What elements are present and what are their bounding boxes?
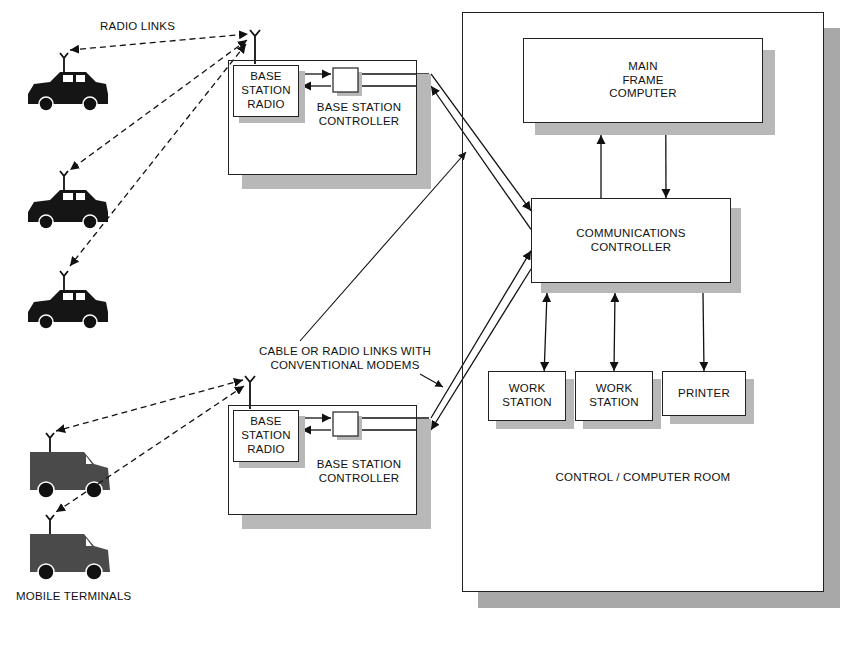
printer-box: PRINTER bbox=[662, 371, 746, 416]
modem-line bbox=[362, 74, 429, 430]
link-label: RADIO LINKS bbox=[100, 20, 210, 34]
connector-arrow bbox=[431, 86, 531, 229]
box-label: BASE STATION RADIO bbox=[238, 415, 294, 456]
radio-box: BASE STATION RADIO bbox=[233, 410, 299, 462]
radio-modem-arrows bbox=[300, 74, 331, 430]
base-antenna bbox=[250, 30, 260, 64]
connector-arrow bbox=[614, 293, 615, 371]
mobile-car bbox=[28, 271, 108, 329]
box-label: PRINTER bbox=[669, 387, 739, 401]
box-label: WORK STATION bbox=[584, 382, 644, 410]
computer-box: MAIN FRAME COMPUTER bbox=[523, 38, 763, 123]
box-label: BASE STATION RADIO bbox=[238, 70, 294, 111]
box-label: BASE STATION CONTROLLER bbox=[309, 101, 409, 129]
box-label: WORK STATION bbox=[497, 382, 557, 410]
controller-box: COMMUNICATIONS CONTROLLER bbox=[531, 198, 731, 283]
box-label: BASE STATION CONTROLLER bbox=[309, 458, 409, 486]
connector-arrow bbox=[703, 293, 704, 371]
box-label: MAIN FRAME COMPUTER bbox=[608, 60, 678, 101]
radio-links bbox=[56, 34, 248, 512]
workstation-box: WORK STATION bbox=[488, 371, 566, 421]
radio-box: BASE STATION RADIO bbox=[233, 65, 299, 117]
label-box: MOBILE TERMINALS bbox=[16, 590, 176, 604]
label-box: CABLE OR RADIO LINKS WITH CONVENTIONAL M… bbox=[245, 345, 445, 373]
connector-arrow bbox=[431, 74, 531, 211]
room-panel: CONTROL / COMPUTER ROOM MAIN FRAME COMPUT… bbox=[462, 12, 824, 592]
label-box: RADIO LINKS bbox=[100, 20, 210, 34]
box-label: CONTROL / COMPUTER ROOM bbox=[523, 471, 763, 485]
workstation-box: WORK STATION bbox=[575, 371, 653, 421]
mobile-car bbox=[28, 171, 108, 229]
mobile-van bbox=[30, 515, 110, 580]
link-label: CABLE OR RADIO LINKS WITH CONVENTIONAL M… bbox=[245, 345, 445, 373]
base-station-controller: BASE STATION CONTROLLER BASE STATION RADI… bbox=[228, 405, 417, 515]
connector-arrow bbox=[600, 135, 601, 198]
connector-arrow bbox=[544, 293, 547, 371]
mobile-car bbox=[28, 53, 108, 111]
base-station-controller: BASE STATION CONTROLLER BASE STATION RADI… bbox=[228, 60, 417, 175]
connector-arrow bbox=[665, 135, 667, 198]
terminal-label: MOBILE TERMINALS bbox=[16, 590, 176, 604]
box-label: COMMUNICATIONS CONTROLLER bbox=[556, 227, 706, 255]
mobile-van bbox=[30, 433, 110, 498]
